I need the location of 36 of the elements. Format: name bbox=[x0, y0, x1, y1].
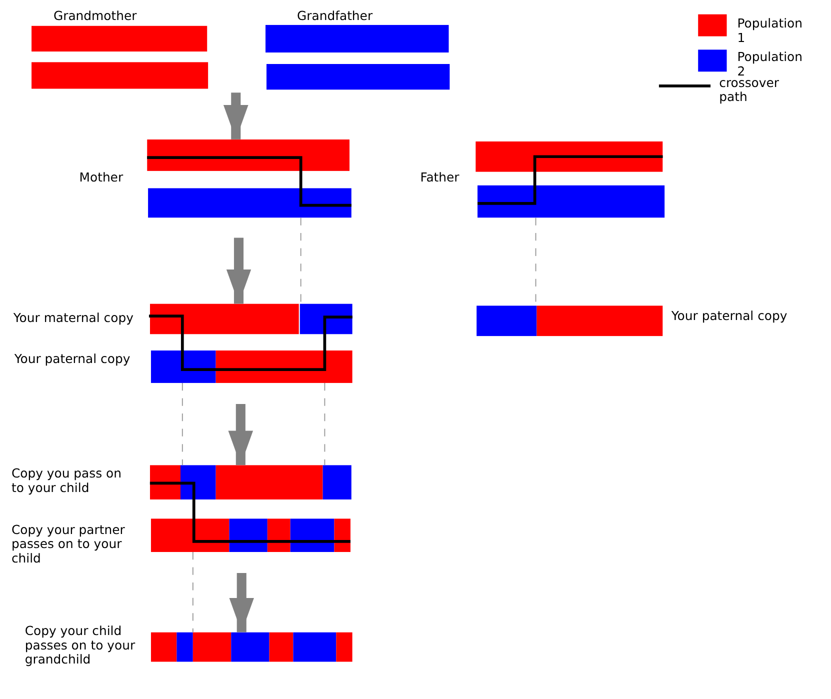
chromosome-bar bbox=[150, 632, 352, 662]
chromosome-bar bbox=[476, 141, 663, 172]
legend-text: Population 1 bbox=[737, 17, 802, 46]
chromosome-bar bbox=[32, 62, 208, 89]
chromosome-bar bbox=[266, 24, 449, 53]
guide-line bbox=[324, 382, 326, 466]
arrow bbox=[226, 238, 252, 304]
chromosome-label: Copy your partner passes on to your child bbox=[11, 523, 126, 566]
crossover-path bbox=[478, 155, 663, 205]
chromosome-bar bbox=[32, 26, 208, 52]
guide-line bbox=[300, 217, 302, 304]
arrow bbox=[223, 92, 248, 140]
guide-line bbox=[192, 552, 194, 633]
chromosome-bar bbox=[150, 465, 352, 500]
chromosome-bar bbox=[147, 139, 350, 171]
crossover-path bbox=[147, 156, 352, 207]
chromosome-bar bbox=[148, 188, 352, 218]
chromosome-label: Your paternal copy bbox=[14, 352, 132, 367]
chromosome-bar bbox=[150, 350, 352, 383]
arrow bbox=[228, 404, 254, 466]
chromosome-label: Copy you pass on to your child bbox=[11, 467, 122, 496]
chromosome-bar bbox=[266, 64, 450, 90]
generation-label: Father bbox=[420, 170, 460, 186]
generation-label: Mother bbox=[79, 170, 124, 186]
crossover-path bbox=[150, 482, 350, 543]
generation-label: Grandmother bbox=[53, 10, 137, 24]
generation-label: Grandfather bbox=[297, 10, 373, 24]
chromosome-bar bbox=[476, 306, 663, 336]
chromosome-bar bbox=[150, 518, 350, 552]
chromosome-bar bbox=[150, 304, 352, 334]
guide-line bbox=[182, 382, 183, 466]
chromosome-bar bbox=[478, 185, 665, 218]
arrow bbox=[229, 573, 254, 632]
chromosome-label: Your maternal copy bbox=[13, 311, 134, 326]
chromosome-label: Your paternal copy bbox=[671, 309, 788, 324]
chromosome-label: Copy your child passes on to your grandchild bbox=[24, 624, 136, 668]
